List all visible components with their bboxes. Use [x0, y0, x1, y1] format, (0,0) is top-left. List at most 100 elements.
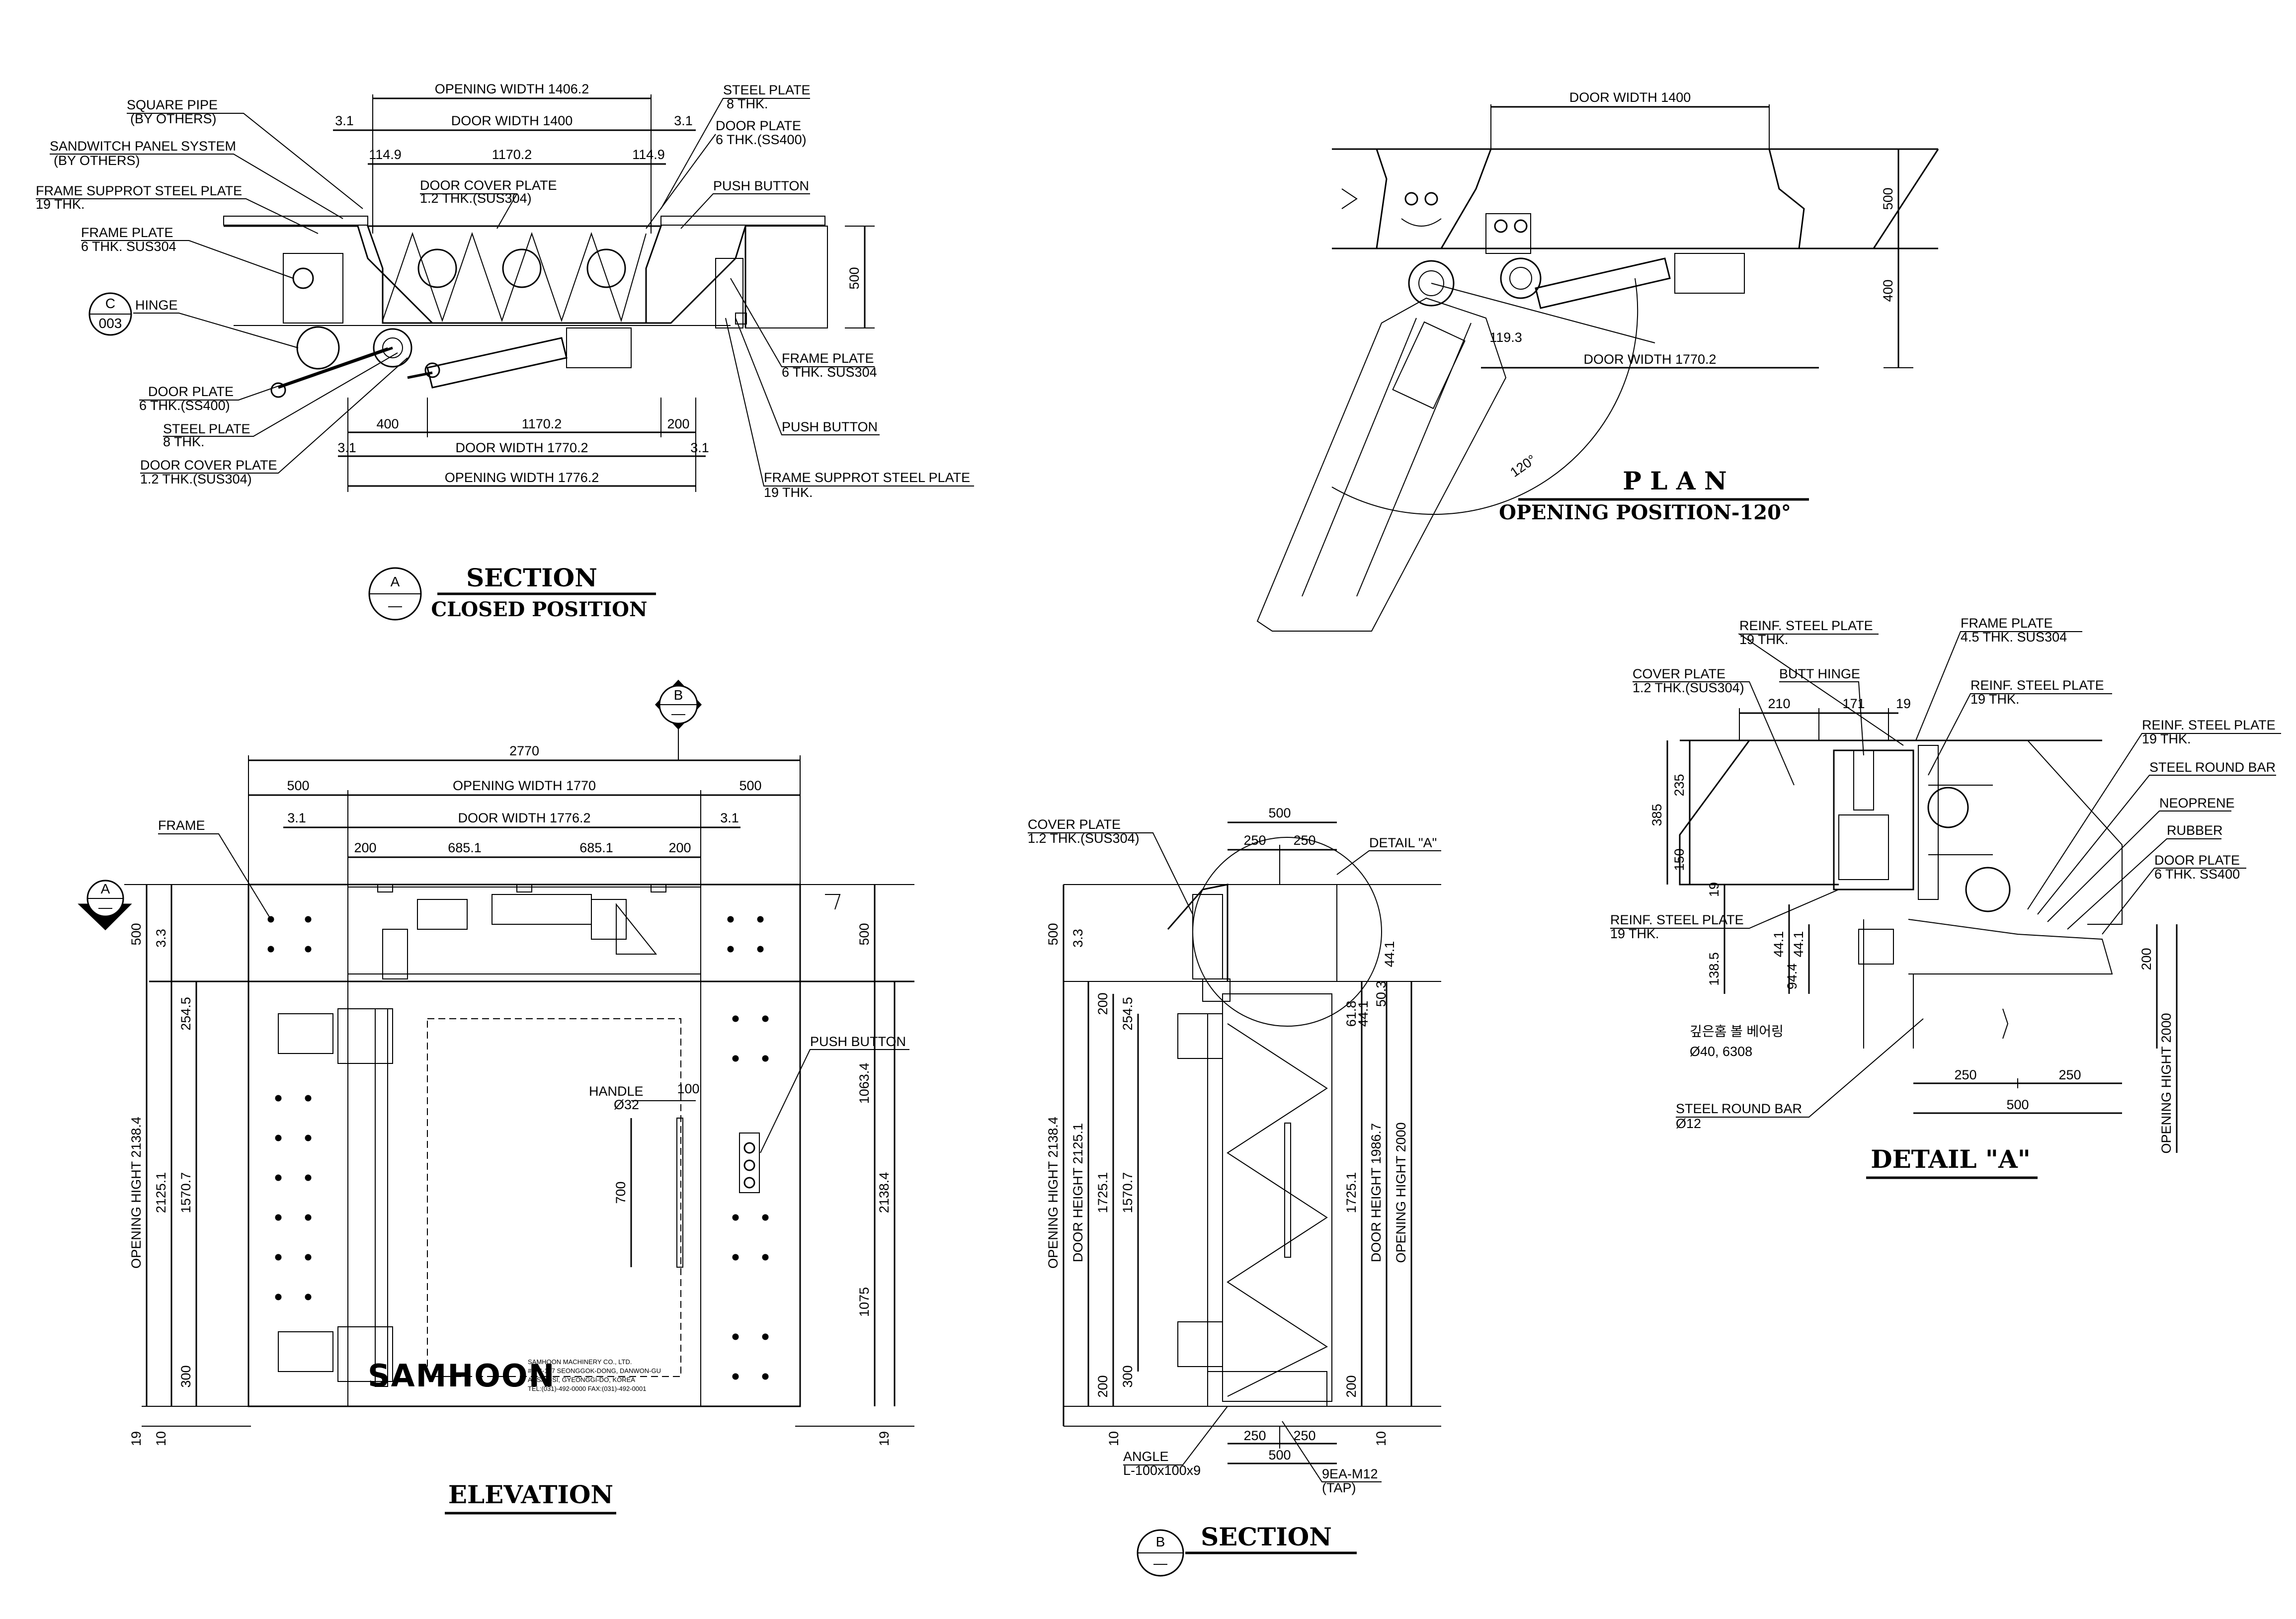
secb-dim-r10: 10 — [1374, 1431, 1389, 1446]
detail-a-title: DETAIL "A" — [1871, 1144, 2031, 1174]
elevation-title: ELEVATION — [448, 1480, 613, 1509]
label-deta-frame-plate: FRAME PLATE — [1961, 616, 2053, 631]
secb-dim-h200b: 200 — [1095, 1375, 1110, 1397]
elev-dim-h700: 700 — [613, 1181, 628, 1204]
elev-dim-h500r: 500 — [857, 923, 872, 945]
secb-dim-bot250a: 250 — [1243, 1428, 1266, 1443]
deta-dim-h44a: 44.1 — [1771, 931, 1786, 958]
section-b-title: SECTION — [1201, 1522, 1332, 1551]
section-a-top-dims: OPENING WIDTH 1406.2 DOOR WIDTH 1400 3.1… — [333, 81, 696, 234]
deta-dim-b500: 500 — [2006, 1097, 2029, 1112]
secb-dim-bot250b: 250 — [1293, 1428, 1315, 1443]
elev-dim-h254: 254.5 — [178, 997, 193, 1031]
label-deta-cover-plate: COVER PLATE — [1633, 666, 1725, 681]
secb-dim-h1725: 1725.1 — [1095, 1172, 1110, 1214]
secb-dim-r44b: 44.1 — [1356, 1001, 1371, 1027]
frame-anchor-dots — [267, 916, 769, 1380]
dim-inner-top: 1170.2 — [492, 147, 532, 162]
secb-dim-r200: 200 — [1344, 1375, 1359, 1397]
hinge-detail-bubble: C 003 — [88, 292, 132, 336]
elev-dim-h1570: 1570.7 — [178, 1172, 193, 1214]
label-handle: HANDLE — [589, 1084, 644, 1099]
secb-dim-r61: 61.8 — [1344, 1001, 1359, 1027]
elev-dim-h1075: 1075 — [857, 1287, 872, 1317]
deta-dim-h150: 150 — [1672, 848, 1687, 871]
section-a-cylinder — [407, 327, 632, 389]
label-steel-plate-right: STEEL PLATE — [723, 82, 811, 97]
elevation-bubble-b-bottom: — — [671, 706, 685, 721]
section-b-bubble-bottom: — — [1153, 1555, 1167, 1571]
label-push-button: PUSH BUTTON — [810, 1034, 906, 1049]
dim-gap-right: 3.1 — [674, 113, 693, 128]
section-a-subtitle: CLOSED POSITION — [431, 598, 647, 621]
elevation-bubble-a-bottom: — — [98, 899, 112, 915]
elev-dim-h19: 19 — [129, 1431, 144, 1446]
label-deta-door-plate-thk: 6 THK. SS400 — [2154, 867, 2240, 882]
label-deta-butt-hinge: BUTT HINGE — [1779, 666, 1860, 681]
label-deta-rubber: RUBBER — [2167, 823, 2223, 838]
label-frame-support-right-thk: 19 THK. — [764, 485, 813, 500]
deta-dim-h94: 94.4 — [1785, 964, 1800, 990]
elev-dim-200a: 200 — [354, 840, 376, 855]
section-a-bottom-dims: 400 1170.2 200 DOOR WIDTH 1770.2 3.1 3.1… — [337, 226, 875, 492]
label-frame-plate-right: FRAME PLATE — [782, 351, 874, 366]
elev-dim-h2125: 2125.1 — [154, 1172, 168, 1214]
dim-b-gap-left: 3.1 — [337, 440, 356, 455]
plan-opening: DOOR WIDTH 1400 119.3 DOOR WIDTH 1770.2 … — [1256, 90, 1939, 632]
elev-dim-h19r: 19 — [877, 1431, 892, 1446]
elev-dim-door: DOOR WIDTH 1776.2 — [458, 810, 590, 825]
label-deta-steel-round-bottom: STEEL ROUND BAR — [1676, 1101, 1802, 1116]
dim-b200: 200 — [667, 416, 689, 431]
label-deta-door-plate: DOOR PLATE — [2154, 853, 2240, 868]
secb-dim-h10: 10 — [1106, 1431, 1121, 1446]
elev-dim-gap-right: 3.1 — [720, 810, 739, 825]
label-frame-support-right: FRAME SUPPROT STEEL PLATE — [764, 470, 970, 485]
section-a-title: SECTION — [466, 563, 597, 592]
label-sandwich-panel-note: (BY OTHERS) — [54, 153, 140, 168]
elev-dim-h500l: 500 — [129, 923, 144, 945]
push-button-box — [739, 1133, 760, 1193]
plan-subtitle: OPENING POSITION-120° — [1499, 501, 1791, 524]
label-secb-tap: 9EA-M12 — [1322, 1466, 1378, 1481]
elevation: B — A — 2770 500 OPENING WIDTH 1770 500 … — [78, 679, 914, 1515]
label-secb-cover-plate: COVER PLATE — [1028, 817, 1121, 832]
secb-dim-r1725: 1725.1 — [1344, 1172, 1359, 1214]
label-square-pipe: SQUARE PIPE — [127, 97, 218, 112]
plan-title: P L A N — [1623, 466, 1726, 495]
plate-line-3: ANSAN-SI, GYEONGGI-DO, KOREA — [528, 1376, 635, 1383]
elevation-bubble-a-top: A — [101, 881, 110, 896]
elevation-bubble-b-top: B — [674, 687, 683, 703]
deta-dim-171: 171 — [1842, 696, 1865, 711]
label-frame-plate-left: FRAME PLATE — [81, 225, 173, 240]
elev-dim-h1063: 1063.4 — [857, 1063, 872, 1104]
label-deta-bearing: 깊은홈 볼 베어링 — [1690, 1024, 1784, 1039]
label-sandwich-panel: SANDWITCH PANEL SYSTEM — [50, 139, 236, 154]
dim-gap-left: 3.1 — [335, 113, 354, 128]
secb-dim-top500: 500 — [1268, 806, 1291, 820]
label-deta-bearing-spec: Ø40, 6308 — [1690, 1044, 1752, 1059]
manufacturer-nameplate: SAMHOON SAMHOON MACHINERY CO., LTD. #374… — [368, 1358, 661, 1394]
elev-dim-685a: 685.1 — [448, 840, 482, 855]
elev-dim-h300: 300 — [178, 1365, 193, 1387]
plate-line-2: #374-137 SEONGGOK-DONG, DANWON-GU — [528, 1367, 661, 1375]
elevation-bubble-a: A — — [78, 880, 914, 931]
deta-dim-h235: 235 — [1672, 774, 1687, 796]
secb-dim-door-height-left: DOOR HEIGHT 2125.1 — [1070, 1123, 1085, 1262]
elev-dim-200b: 200 — [668, 840, 691, 855]
section-a-title-block: A — SECTION CLOSED POSITION — [368, 563, 656, 621]
secb-dim-h500: 500 — [1046, 923, 1061, 945]
deta-dim-r200: 200 — [2139, 948, 2154, 970]
label-secb-angle: ANGLE — [1123, 1449, 1169, 1464]
section-b-bubble-top: B — [1156, 1534, 1165, 1549]
label-door-plate-right-thk: 6 THK.(SS400) — [716, 132, 807, 147]
section-a-labels-right: DOOR COVER PLATE 1.2 THK.(SUS304) STEEL … — [420, 82, 974, 500]
dim-section-a-height: 500 — [847, 267, 862, 289]
dim-b-gap-right: 3.1 — [690, 440, 709, 455]
label-deta-reinf-left: REINF. STEEL PLATE — [1610, 912, 1744, 927]
label-push-button-top: PUSH BUTTON — [713, 178, 809, 193]
label-hinge: HINGE — [135, 298, 178, 313]
manufacturer-logo: SAMHOON — [368, 1358, 556, 1394]
deta-dim-open-hight: OPENING HIGHT 2000 — [2159, 1013, 2174, 1153]
elev-dim-h2138r: 2138.4 — [877, 1172, 892, 1214]
plan-dim-door-bottom: DOOR WIDTH 1770.2 — [1583, 352, 1716, 367]
